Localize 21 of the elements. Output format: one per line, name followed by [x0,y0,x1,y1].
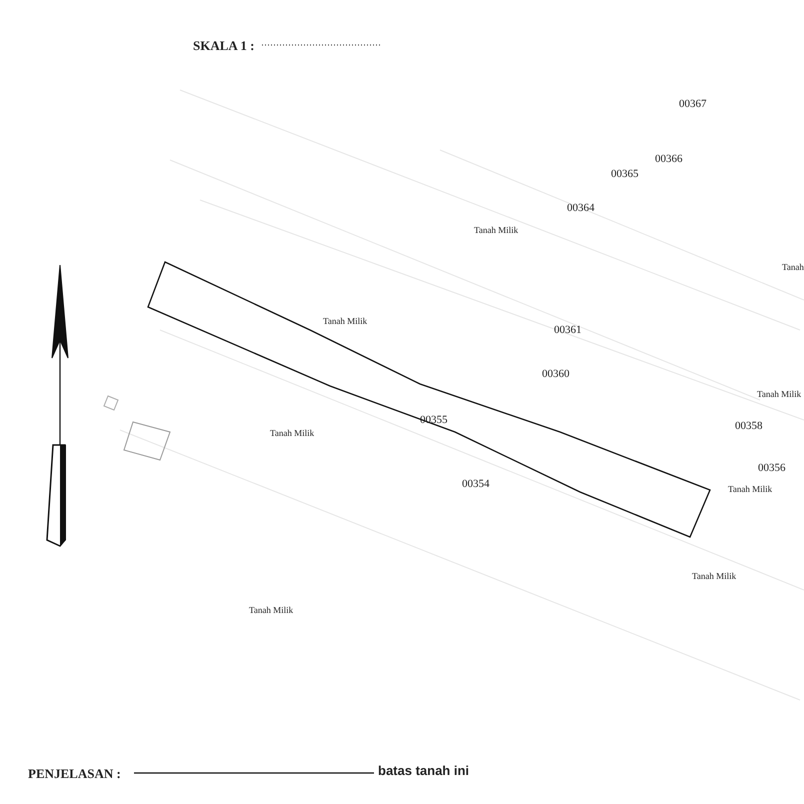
land-status-label: Tanah Milik [270,428,314,438]
land-status-label: Tanah [782,262,804,272]
parcel-number: 00361 [554,324,582,336]
land-status-label: Tanah Milik [757,389,802,399]
parcel-number: 00354 [462,478,490,490]
parcel-number: 00366 [655,153,682,165]
parcel-number: 00356 [758,462,786,474]
land-status-label: Tanah Milik [728,484,772,494]
parcel-number: 00365 [611,168,638,180]
parcel-number: 00360 [542,368,570,380]
land-status-label: Tanah Milik [249,605,294,615]
scale-label: SKALA 1 : [193,38,254,54]
parcel-number: 00358 [735,420,762,432]
land-status-label: Tanah Milik [323,316,368,326]
land-status-label: Tanah Milik [474,225,518,235]
legend-heading: PENJELASAN : [28,766,121,782]
parcel-number: 00355 [420,414,448,426]
parcel-number: 00367 [679,98,706,110]
land-status-label: Tanah Milik [692,571,736,581]
parcel-number: 00364 [567,202,594,214]
legend-text: batas tanah ini [378,763,470,778]
